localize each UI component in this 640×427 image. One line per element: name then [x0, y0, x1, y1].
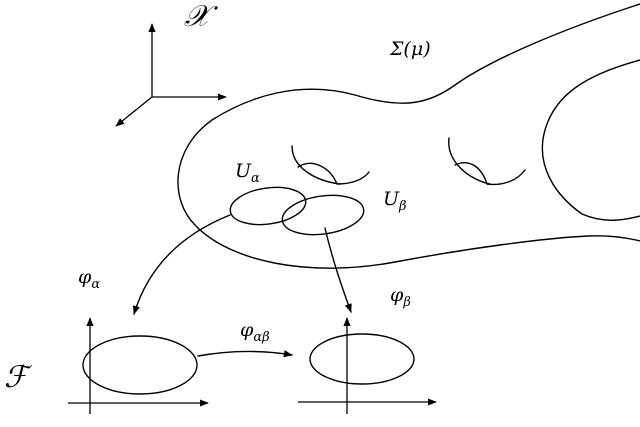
u-beta-ellipse [281, 194, 365, 236]
chart-alpha-axes [68, 317, 209, 414]
phi-alpha-beta-arrow [197, 350, 293, 358]
phi-beta-arrow [324, 227, 352, 313]
surface-handle-right [448, 137, 491, 185]
phi-beta-label: φβ [390, 284, 411, 310]
surface-outline-right [541, 59, 640, 221]
surface-handle-left-inner [297, 162, 370, 185]
phi-alpha-beta-label: φαβ [240, 319, 270, 345]
u-beta-label: Uβ [383, 188, 407, 214]
u-alpha-ellipse [229, 186, 307, 226]
surface-handle-right-inner [454, 162, 526, 186]
surface-outline [177, 3, 640, 269]
x-space-label: 𝒳 [184, 0, 218, 34]
frame-axis-diagonal [115, 96, 153, 127]
surface-handle-left [291, 145, 341, 185]
x-space-frame [115, 23, 227, 127]
phi-alpha-arrow [132, 214, 231, 315]
chart-alpha-ellipse [82, 335, 198, 395]
sigma-mu-label: Σ(μ) [389, 38, 431, 60]
phi-alpha-label: φα [78, 266, 100, 292]
chart-beta-ellipse [309, 333, 415, 385]
u-alpha-label: Uα [235, 160, 260, 186]
f-space-label: ℱ [4, 360, 33, 395]
chart-beta-axes [298, 317, 437, 414]
